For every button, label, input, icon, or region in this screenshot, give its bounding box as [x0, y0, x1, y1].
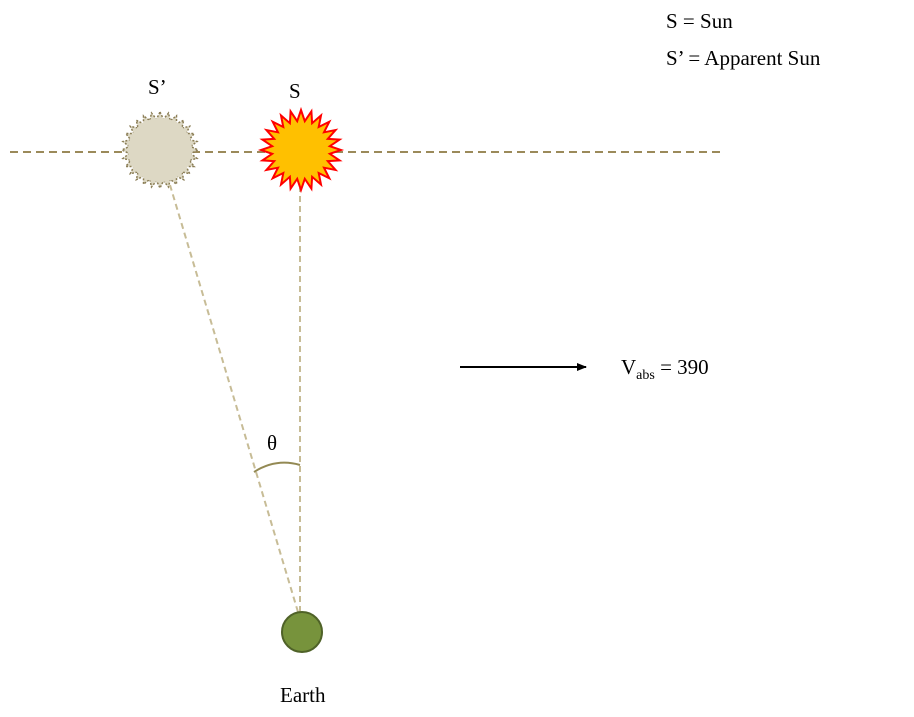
velocity-symbol: V: [621, 355, 636, 379]
sun-label: S: [289, 79, 301, 103]
legend-line-1: S = Sun: [666, 9, 733, 33]
velocity-label: Vabs = 390: [621, 355, 709, 383]
angle-label: θ: [267, 431, 277, 455]
apparent-sun-label: S’: [148, 75, 167, 99]
sun-icon: [257, 106, 345, 194]
apparent-sun-icon: [120, 110, 200, 190]
apparent-sight-line: [169, 184, 299, 613]
velocity-value: = 390: [655, 355, 709, 379]
angle-arc: [253, 461, 301, 473]
velocity-subscript: abs: [636, 368, 655, 383]
legend-line-2: S’ = Apparent Sun: [666, 46, 821, 70]
earth-label: Earth: [280, 683, 326, 707]
earth-icon: [281, 611, 323, 653]
